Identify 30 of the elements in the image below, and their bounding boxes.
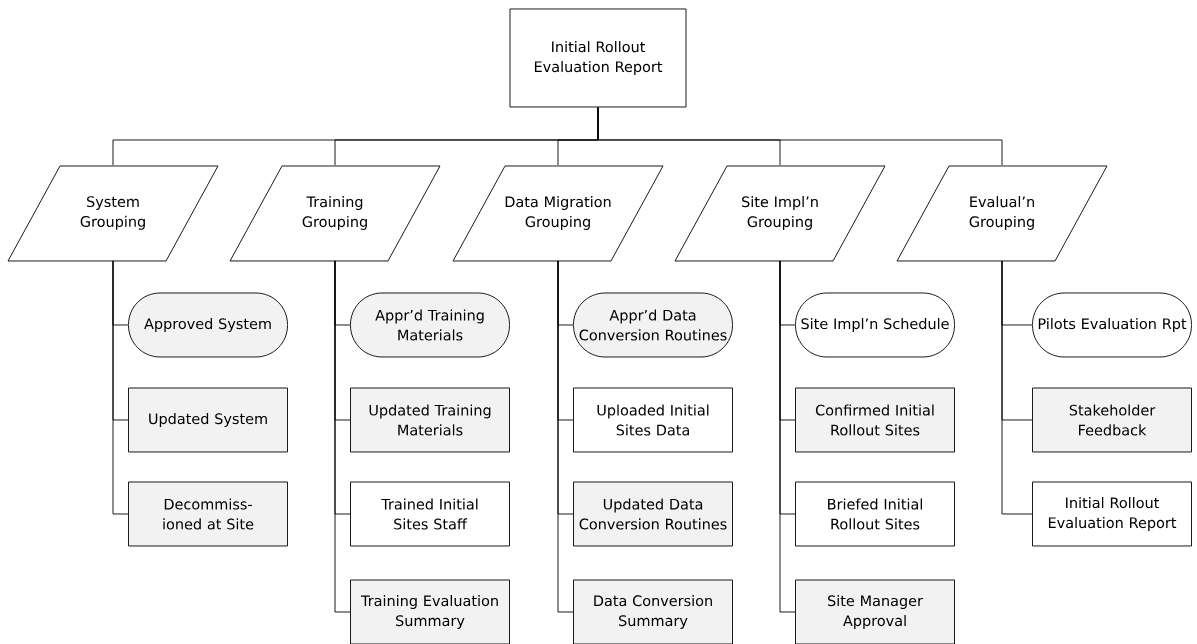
connector-line <box>557 260 574 613</box>
connector-line <box>1001 260 1033 515</box>
product-box: Stakeholder Feedback <box>1032 387 1192 453</box>
product-box: Trained Initial Sites Staff <box>350 481 510 547</box>
product-box: Initial Rollout Evaluation Report <box>1032 481 1192 547</box>
product-box: Training Evaluation Summary <box>350 579 510 644</box>
grouping-parallelogram: Evalual’n Grouping <box>896 165 1108 262</box>
report-box: Initial Rollout Evaluation Report <box>509 8 687 108</box>
product-box: Updated Training Materials <box>350 387 510 453</box>
product-box: Site Manager Approval <box>795 579 955 644</box>
deliverable-stadium: Appr’d Training Materials <box>350 292 510 358</box>
product-box: Updated System <box>128 387 288 453</box>
grouping-parallelogram: Site Impl’n Grouping <box>674 165 886 262</box>
product-box: Updated Data Conversion Routines <box>573 481 733 547</box>
connector-line <box>597 107 1003 166</box>
deliverable-stadium: Pilots Evaluation Rpt <box>1032 292 1192 358</box>
connector-line <box>112 260 129 515</box>
grouping-parallelogram: Training Grouping <box>229 165 441 262</box>
connector-line <box>334 260 351 613</box>
grouping-parallelogram: System Grouping <box>7 165 219 262</box>
product-box: Data Conversion Summary <box>573 579 733 644</box>
deliverable-stadium: Appr’d Data Conversion Routines <box>573 292 733 358</box>
grouping-parallelogram: Data Migration Grouping <box>452 165 664 262</box>
deliverable-stadium: Approved System <box>128 292 288 358</box>
product-box: Uploaded Initial Sites Data <box>573 387 733 453</box>
product-box: Decommiss- ioned at Site <box>128 481 288 547</box>
product-box: Briefed Initial Rollout Sites <box>795 481 955 547</box>
deliverable-stadium: Site Impl’n Schedule <box>795 292 955 358</box>
connector-line <box>779 260 796 613</box>
product-box: Confirmed Initial Rollout Sites <box>795 387 955 453</box>
